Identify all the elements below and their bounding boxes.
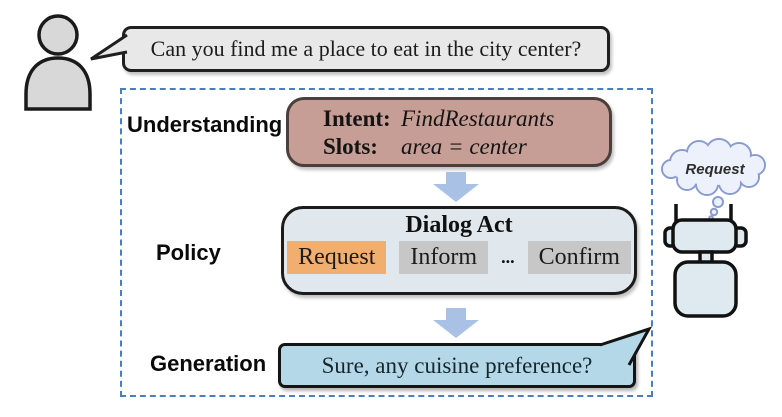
dialog-act-box: Dialog Act Request Inform ... Confirm bbox=[281, 206, 637, 295]
user-speech-bubble: Can you find me a place to eat in the ci… bbox=[122, 26, 610, 72]
act-inform: Inform bbox=[399, 241, 489, 274]
acts-ellipsis: ... bbox=[501, 247, 515, 267]
generation-label: Generation bbox=[150, 351, 267, 376]
slots-key: Slots: bbox=[323, 134, 378, 159]
slots-value: area = center bbox=[401, 134, 527, 159]
person-icon bbox=[24, 14, 92, 111]
thought-text: Request bbox=[685, 161, 745, 178]
dialog-act-title: Dialog Act bbox=[405, 212, 513, 238]
system-speech-bubble-tail bbox=[599, 326, 653, 366]
robot-icon bbox=[663, 204, 748, 318]
intent-row: Intent: FindRestaurants bbox=[323, 105, 609, 133]
understanding-label: Understanding bbox=[127, 112, 283, 137]
pipeline-frame bbox=[120, 88, 653, 397]
policy-label: Policy bbox=[156, 240, 221, 265]
down-arrow-icon bbox=[433, 308, 479, 338]
user-speech-bubble-tail bbox=[90, 33, 128, 61]
system-response-text: Sure, any cuisine preference? bbox=[321, 352, 593, 378]
thought-cloud: Request bbox=[661, 138, 766, 221]
intent-value: FindRestaurants bbox=[401, 106, 555, 131]
intent-key: Intent: bbox=[323, 106, 391, 131]
dialog-acts-row: Request Inform ... Confirm bbox=[284, 241, 634, 274]
user-utterance-text: Can you find me a place to eat in the ci… bbox=[150, 36, 582, 61]
act-request: Request bbox=[287, 241, 387, 274]
understanding-box: Intent: FindRestaurants Slots: area = ce… bbox=[286, 97, 612, 167]
slots-row: Slots: area = center bbox=[323, 133, 609, 161]
act-confirm: Confirm bbox=[527, 241, 631, 274]
system-speech-bubble: Sure, any cuisine preference? bbox=[278, 343, 636, 388]
down-arrow-icon bbox=[433, 172, 479, 202]
